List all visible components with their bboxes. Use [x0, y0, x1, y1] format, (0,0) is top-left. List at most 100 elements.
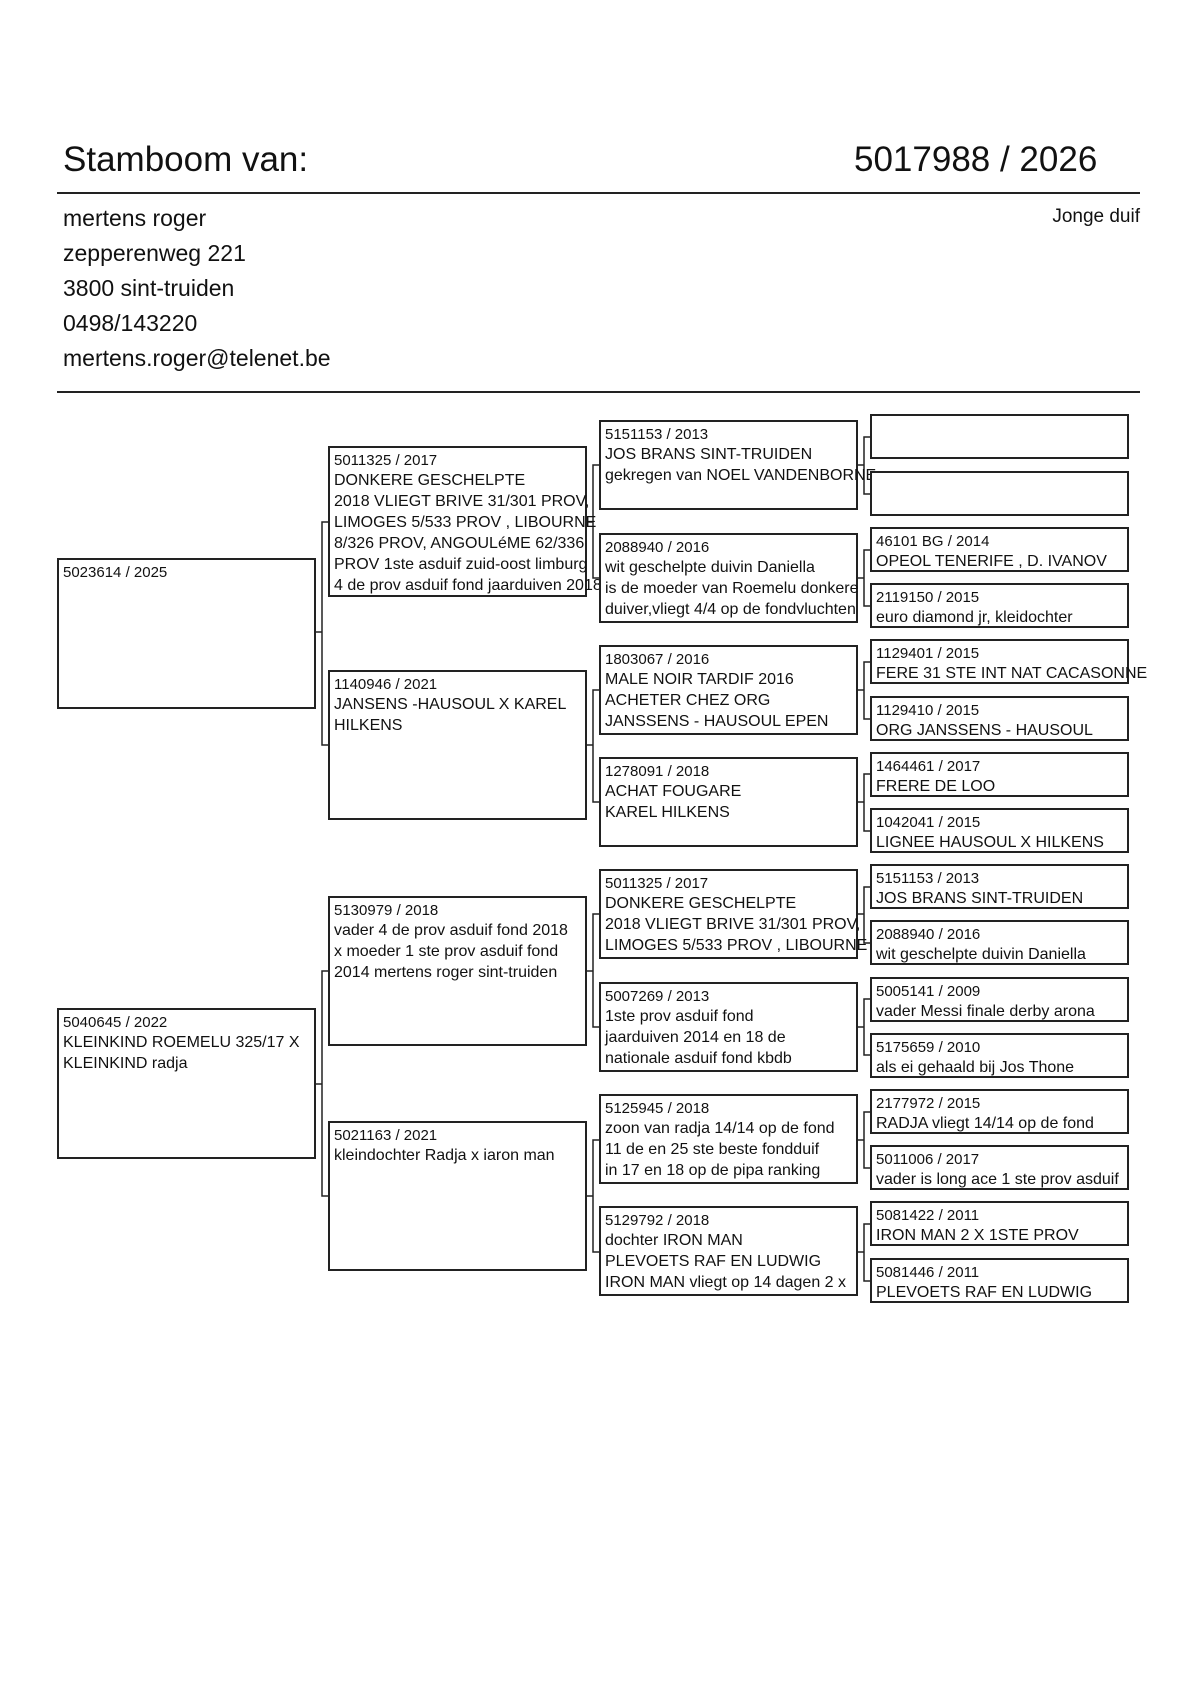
- note-line: KLEINKIND ROEMELU 325/17 X: [63, 1034, 300, 1051]
- note-line: in 17 en 18 op de pipa ranking: [605, 1162, 821, 1179]
- pedigree-gen4-5: 1129401 / 2015 FERE 31 STE INT NAT CACAS…: [870, 639, 1148, 684]
- ring-number: 5130979 / 2018: [334, 902, 439, 919]
- note-line: KLEINKIND radja: [63, 1055, 188, 1072]
- note-line: vader is long ace 1 ste prov asduif: [876, 1171, 1119, 1188]
- pedigree-gen4-11: 5005141 / 2009 vader Messi finale derby …: [870, 977, 1129, 1022]
- note-line: euro diamond jr, kleidochter: [876, 609, 1073, 626]
- note-line: DONKERE GESCHELPTE: [334, 472, 526, 489]
- ring-number: 5023614 / 2025: [63, 564, 168, 581]
- note-line: FERE 31 STE INT NAT CACASONNE: [876, 665, 1148, 682]
- pedigree-sire-dam: 1140946 / 2021 JANSENS -HAUSOUL X KAREL …: [328, 670, 587, 820]
- pedigree-sd-dam: 1278091 / 2018 ACHAT FOUGARE KAREL HILKE…: [599, 757, 858, 847]
- note-line: 1ste prov asduif fond: [605, 1008, 754, 1025]
- ring-number: 5081446 / 2011: [876, 1264, 980, 1281]
- ring-number: 5151153 / 2013: [876, 870, 980, 887]
- pedigree-dam-dam: 5021163 / 2021 kleindochter Radja x iaro…: [328, 1121, 587, 1271]
- header-divider: [57, 192, 1140, 194]
- pedigree-ss-sire: 5151153 / 2013 JOS BRANS SINT-TRUIDEN ge…: [599, 420, 877, 510]
- ring-number: 5081422 / 2011: [876, 1207, 980, 1224]
- ring-number: 1803067 / 2016: [605, 651, 710, 668]
- note-line: 4 de prov asduif fond jaarduiven 2018: [334, 577, 602, 594]
- pedigree-dd-sire: 5125945 / 2018 zoon van radja 14/14 op d…: [599, 1094, 858, 1184]
- ring-number: 5011325 / 2017: [334, 452, 438, 469]
- ring-number: 5007269 / 2013: [605, 988, 710, 1005]
- pedigree-gen4-9: 5151153 / 2013 JOS BRANS SINT-TRUIDEN: [870, 864, 1129, 909]
- page-title: Stamboom van:: [63, 140, 309, 179]
- pedigree-gen4-6: 1129410 / 2015 ORG JANSSENS - HAUSOUL: [870, 696, 1129, 741]
- ring-number: 5021163 / 2021: [334, 1127, 438, 1144]
- note-line: 8/326 PROV, ANGOULéME 62/336: [334, 535, 585, 552]
- owner-city: 3800 sint-truiden: [63, 275, 235, 301]
- note-line: duiver,vliegt 4/4 op de fondvluchten: [605, 601, 856, 618]
- note-line: LIGNEE HAUSOUL X HILKENS: [876, 834, 1104, 851]
- ring-number: 5040645 / 2022: [63, 1014, 168, 1031]
- note-line: vader 4 de prov asduif fond 2018: [334, 922, 568, 939]
- note-line: kleindochter Radja x iaron man: [334, 1147, 555, 1164]
- ring-number: 2088940 / 2016: [876, 926, 981, 943]
- note-line: gekregen van NOEL VANDENBORNE: [605, 467, 877, 484]
- pedigree-sire: 5023614 / 2025: [57, 558, 316, 709]
- pedigree-sd-sire: 1803067 / 2016 MALE NOIR TARDIF 2016 ACH…: [599, 645, 858, 735]
- owner-street: zepperenweg 221: [63, 240, 246, 266]
- pedigree-gen4-15: 5081422 / 2011 IRON MAN 2 X 1STE PROV: [870, 1201, 1129, 1246]
- ring-number: 1042041 / 2015: [876, 814, 981, 831]
- note-line: OPEOL TENERIFE , D. IVANOV: [876, 553, 1107, 570]
- note-line: JANSSENS - HAUSOUL EPEN: [605, 713, 829, 730]
- note-line: JOS BRANS SINT-TRUIDEN: [876, 890, 1084, 907]
- ring-number: 46101 BG / 2014: [876, 533, 990, 550]
- note-line: is de moeder van Roemelu donkere: [605, 580, 859, 597]
- pedigree-ss-dam: 2088940 / 2016 wit geschelpte duivin Dan…: [599, 533, 858, 623]
- owner-phone: 0498/143220: [63, 310, 198, 336]
- note-line: ACHAT FOUGARE: [605, 783, 742, 800]
- pedigree-gen4-1: [870, 414, 1129, 459]
- pedigree-gen4-3: 46101 BG / 2014 OPEOL TENERIFE , D. IVAN…: [870, 527, 1129, 572]
- note-line: FRERE DE LOO: [876, 778, 996, 795]
- note-line: jaarduiven 2014 en 18 de: [605, 1029, 786, 1046]
- pedigree-ds-sire: 5011325 / 2017 DONKERE GESCHELPTE 2018 V…: [599, 869, 867, 959]
- ring-number: 2088940 / 2016: [605, 539, 710, 556]
- ring-number: 1278091 / 2018: [605, 763, 710, 780]
- note-line: HILKENS: [334, 717, 403, 734]
- pedigree-gen4-4: 2119150 / 2015 euro diamond jr, kleidoch…: [870, 583, 1129, 628]
- note-line: DONKERE GESCHELPTE: [605, 895, 797, 912]
- ring-number: 5175659 / 2010: [876, 1039, 981, 1056]
- pedigree-gen4-2: [870, 471, 1129, 516]
- note-line: LIMOGES 5/533 PROV , LIBOURNE: [334, 514, 597, 531]
- pedigree-gen4-12: 5175659 / 2010 als ei gehaald bij Jos Th…: [870, 1033, 1129, 1078]
- pedigree-ds-dam: 5007269 / 2013 1ste prov asduif fond jaa…: [599, 982, 858, 1072]
- owner-email: mertens.roger@telenet.be: [63, 345, 331, 371]
- note-line: PROV 1ste asduif zuid-oost limburg: [334, 556, 588, 573]
- note-line: IRON MAN 2 X 1STE PROV: [876, 1227, 1079, 1244]
- ring-number: 5011006 / 2017: [876, 1151, 980, 1168]
- note-line: vader Messi finale derby arona: [876, 1003, 1095, 1020]
- ring-number: 1464461 / 2017: [876, 758, 981, 775]
- ring-number: 1129410 / 2015: [876, 702, 980, 719]
- note-line: 2018 VLIEGT BRIVE 31/301 PROV,: [334, 493, 590, 510]
- note-line: JANSENS -HAUSOUL X KAREL: [334, 696, 567, 713]
- note-line: ORG JANSSENS - HAUSOUL: [876, 722, 1093, 739]
- ring-number: 5005141 / 2009: [876, 983, 981, 1000]
- pedigree-gen4-8: 1042041 / 2015 LIGNEE HAUSOUL X HILKENS: [870, 808, 1129, 853]
- owner-divider: [57, 391, 1140, 393]
- note-line: wit geschelpte duivin Daniella: [605, 559, 815, 576]
- note-line: MALE NOIR TARDIF 2016: [605, 671, 794, 688]
- pedigree-dam: 5040645 / 2022 KLEINKIND ROEMELU 325/17 …: [57, 1008, 316, 1159]
- pigeon-ring-number: 5017988 / 2026: [854, 140, 1098, 179]
- pigeon-category: Jonge duif: [1052, 206, 1140, 227]
- ring-number: 1129401 / 2015: [876, 645, 980, 662]
- note-line: nationale asduif fond kbdb: [605, 1050, 792, 1067]
- note-line: ACHETER CHEZ ORG: [605, 692, 771, 709]
- owner-name: mertens roger: [63, 205, 207, 231]
- ring-number: 2119150 / 2015: [876, 589, 980, 606]
- ring-number: 5125945 / 2018: [605, 1100, 710, 1117]
- note-line: PLEVOETS RAF EN LUDWIG: [876, 1284, 1093, 1301]
- note-line: KAREL HILKENS: [605, 804, 730, 821]
- note-line: JOS BRANS SINT-TRUIDEN: [605, 446, 813, 463]
- ring-number: 5151153 / 2013: [605, 426, 709, 443]
- note-line: IRON MAN vliegt op 14 dagen 2 x: [605, 1274, 847, 1291]
- note-line: als ei gehaald bij Jos Thone: [876, 1059, 1075, 1076]
- pedigree-gen4-13: 2177972 / 2015 RADJA vliegt 14/14 op de …: [870, 1089, 1129, 1134]
- note-line: wit geschelpte duivin Daniella: [876, 946, 1086, 963]
- note-line: RADJA vliegt 14/14 op de fond: [876, 1115, 1094, 1132]
